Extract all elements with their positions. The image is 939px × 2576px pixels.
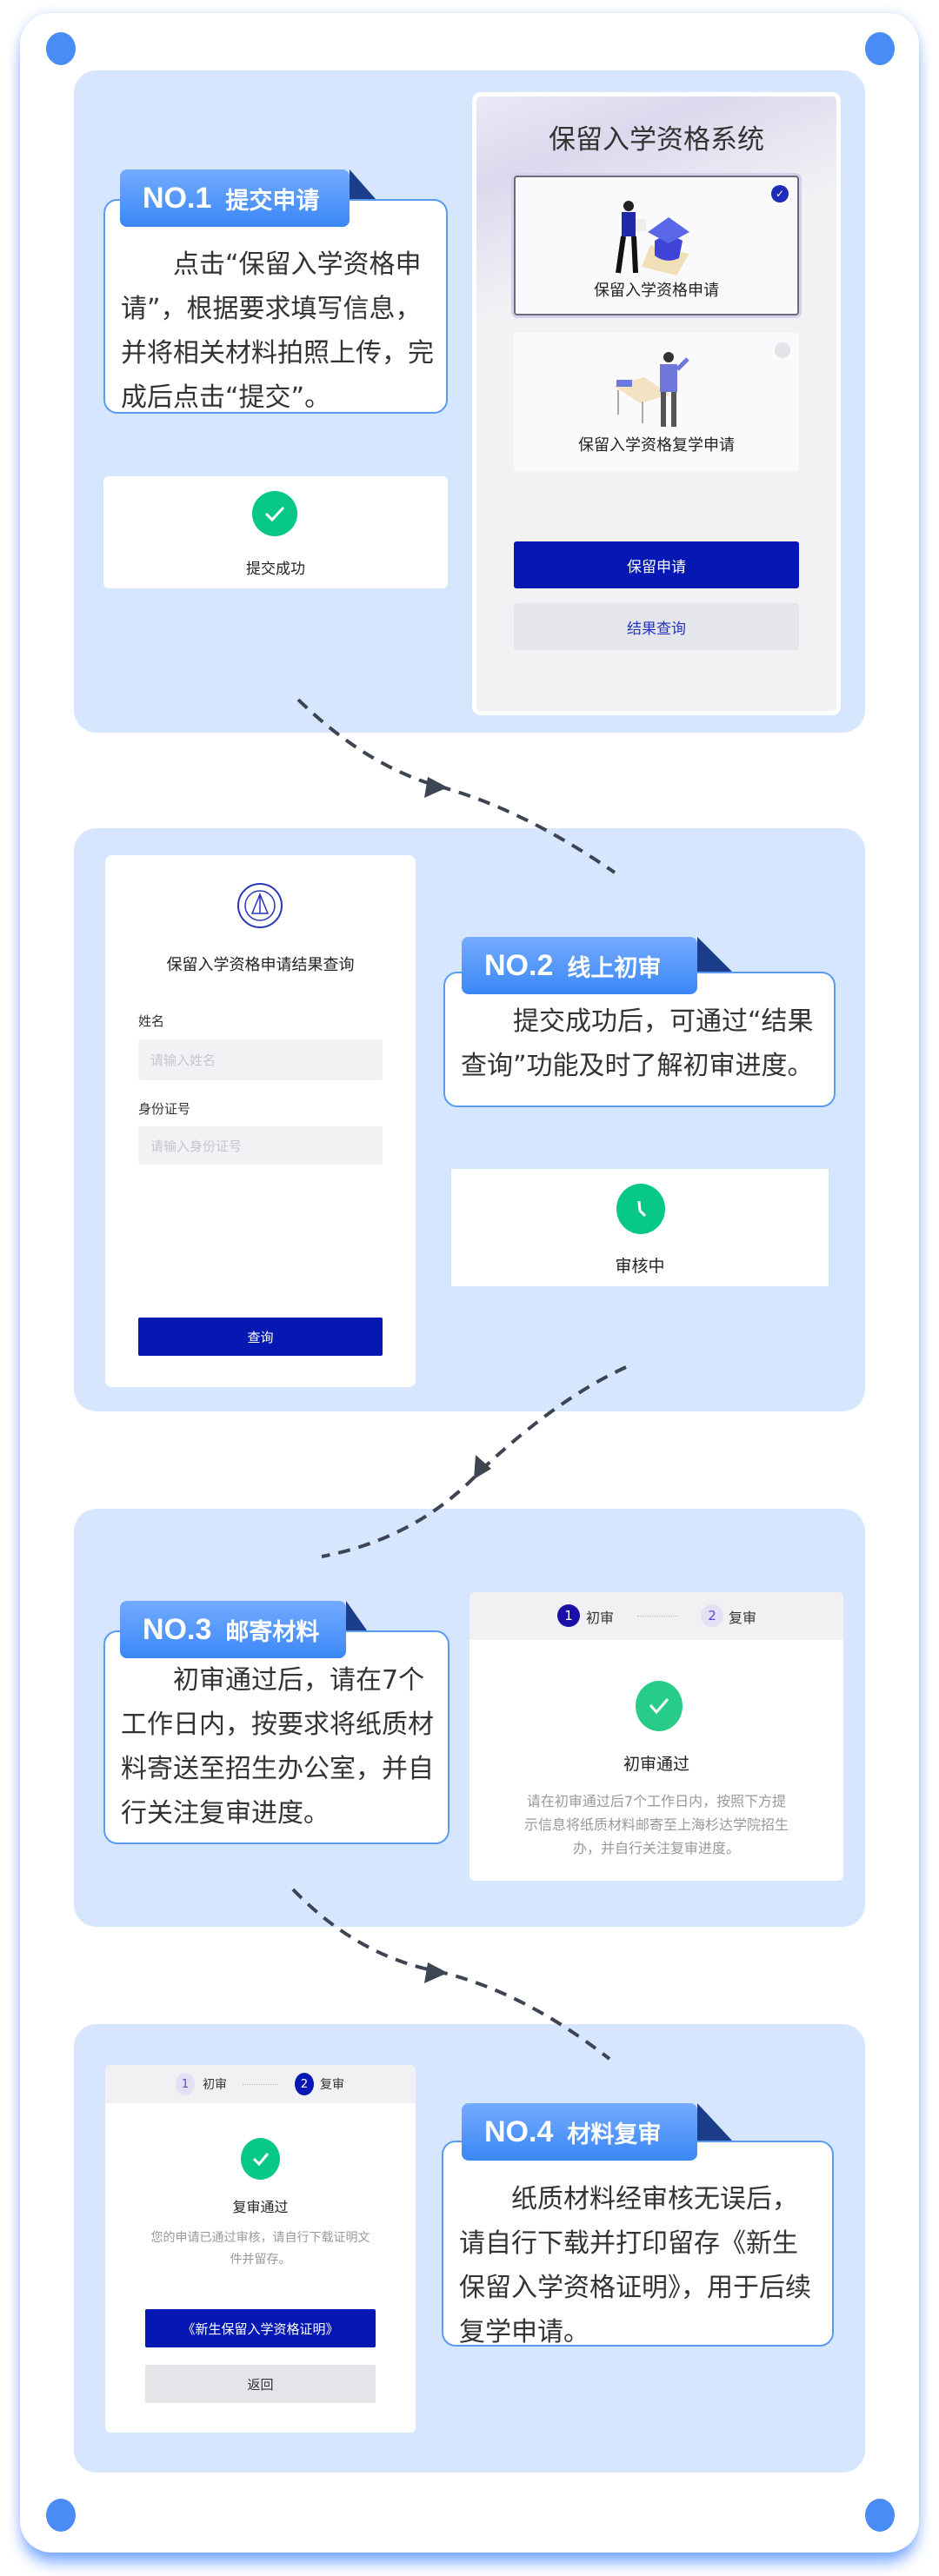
submit-success-card: 提交成功 [103,476,448,588]
steps-header: 1 初审 2 复审 [470,1592,843,1640]
download-certificate-button[interactable]: 《新生保留入学资格证明》 [145,2309,376,2347]
step-number: NO.2 [484,948,554,982]
step4-text: 纸质材料经审核无误后，请自行下载并打印留存《新生保留入学资格证明》，用于后续复学… [459,2184,811,2347]
success-label: 提交成功 [246,561,305,578]
tab-fold [350,169,376,199]
status-description: 您的申请已通过审核，请自行下载证明文件并留存。 [150,2231,370,2267]
step4-callout: 纸质材料经审核无误后，请自行下载并打印留存《新生保留入学资格证明》，用于后续复学… [442,2141,834,2347]
reviewing-card: 审核中 [451,1169,829,1286]
tab-fold [697,937,732,972]
dashed-arrow-path [296,698,616,874]
step-number: NO.1 [143,181,212,215]
step2-callout: 提交成功后，可通过“结果查询”功能及时了解初审进度。 [443,972,836,1107]
check-icon [241,2138,280,2180]
step-label: 复审 [320,2078,344,2092]
step-connector [243,2084,277,2085]
name-label: 姓名 [138,1013,165,1029]
id-label: 身份证号 [138,1101,191,1117]
step-number: NO.3 [143,1612,212,1646]
clock-icon [616,1184,665,1234]
corner-dot [46,32,76,65]
selected-check-icon: ✓ [771,185,789,202]
query-form-card: 保留入学资格申请结果查询 姓名 请输入姓名 身份证号 请输入身份证号 查询 [105,855,416,1387]
step-label: 初审 [586,1610,615,1626]
status-label: 复审通过 [232,2199,289,2215]
back-button[interactable]: 返回 [145,2365,376,2403]
step3-callout: 初审通过后，请在7个工作日内，按要求将纸质材料寄送至招生办公室，并自行关注复审进… [103,1630,450,1844]
step-indicator-active: 1 [557,1604,580,1627]
phone-mock: 保留入学资格系统 ✓ 保留入学资格申请 保留入学资格复学申请 保留申请 结果查询 [472,92,841,715]
student-illustration-icon [616,201,689,276]
step-number: NO.4 [484,2115,554,2148]
step-title: 线上初审 [567,954,662,982]
result-query-button[interactable]: 结果查询 [514,603,799,650]
step3-text: 初审通过后，请在7个工作日内，按要求将纸质材料寄送至招生办公室，并自行关注复审进… [121,1665,434,1829]
step-title: 材料复审 [567,2121,662,2148]
check-icon [636,1681,683,1731]
form-title: 保留入学资格申请结果查询 [166,956,355,974]
status-label: 初审通过 [623,1755,689,1774]
status-description: 请在初审通过后7个工作日内，按照下方提示信息将纸质材料邮寄至上海杉达学院招生办，… [523,1793,789,1856]
option-resume-application[interactable]: 保留入学资格复学申请 [514,333,799,471]
option-label: 保留入学资格申请 [594,282,719,300]
check-icon [252,491,297,536]
status-label: 审核中 [615,1257,665,1276]
step2-tab: NO.2 线上初审 [462,937,697,994]
corner-dot [865,32,895,65]
arrowhead-icon [474,1455,491,1479]
step1-callout: 点击“保留入学资格申请”，根据要求填写信息，并将相关材料拍照上传，完成后点击“提… [103,199,448,414]
step-label: 复审 [729,1610,757,1626]
university-logo-icon [237,883,283,928]
arrowhead-icon [424,1962,448,1983]
retain-apply-button[interactable]: 保留申请 [514,541,799,588]
step-title: 邮寄材料 [225,1618,320,1646]
step2-text: 提交成功后，可通过“结果查询”功能及时了解初审进度。 [461,1006,814,1081]
step-title: 提交申请 [225,187,320,215]
option-retain-application[interactable]: ✓ 保留入学资格申请 [514,176,799,315]
step-connector [637,1616,679,1617]
step-indicator-inactive: 1 [176,2073,195,2095]
corner-dot [865,2499,895,2532]
dashed-arrow-path [321,1365,627,1558]
first-review-card: 1 初审 2 复审 初审通过 请在初审通过后7个工作日内，按照下方提示信息将纸质… [470,1592,843,1881]
step3-tab: NO.3 邮寄材料 [120,1601,346,1658]
step1-text: 点击“保留入学资格申请”，根据要求填写信息，并将相关材料拍照上传，完成后点击“提… [121,249,434,413]
step-label: 初审 [203,2078,227,2092]
step-indicator-inactive: 2 [701,1604,723,1627]
teacher-illustration-icon [614,352,689,427]
option-label: 保留入学资格复学申请 [578,436,735,455]
steps-header: 1 初审 2 复审 [105,2065,416,2103]
dashed-arrow-path [291,1888,611,2061]
phone-title: 保留入学资格系统 [549,124,764,156]
corner-dot [46,2499,76,2532]
tab-fold [346,1601,367,1630]
second-review-card: 1 初审 2 复审 复审通过 您的申请已通过审核，请自行下载证明文件并留存。 《… [105,2065,416,2433]
arrowhead-icon [424,777,448,798]
unselected-check-icon [775,342,790,358]
tab-fold [697,2103,732,2141]
query-button[interactable]: 查询 [138,1318,383,1356]
id-input[interactable]: 请输入身份证号 [138,1126,383,1165]
step-indicator-active: 2 [295,2073,314,2095]
name-input[interactable]: 请输入姓名 [138,1039,383,1080]
step1-tab: NO.1 提交申请 [120,169,350,227]
step4-tab: NO.4 材料复审 [462,2103,697,2161]
